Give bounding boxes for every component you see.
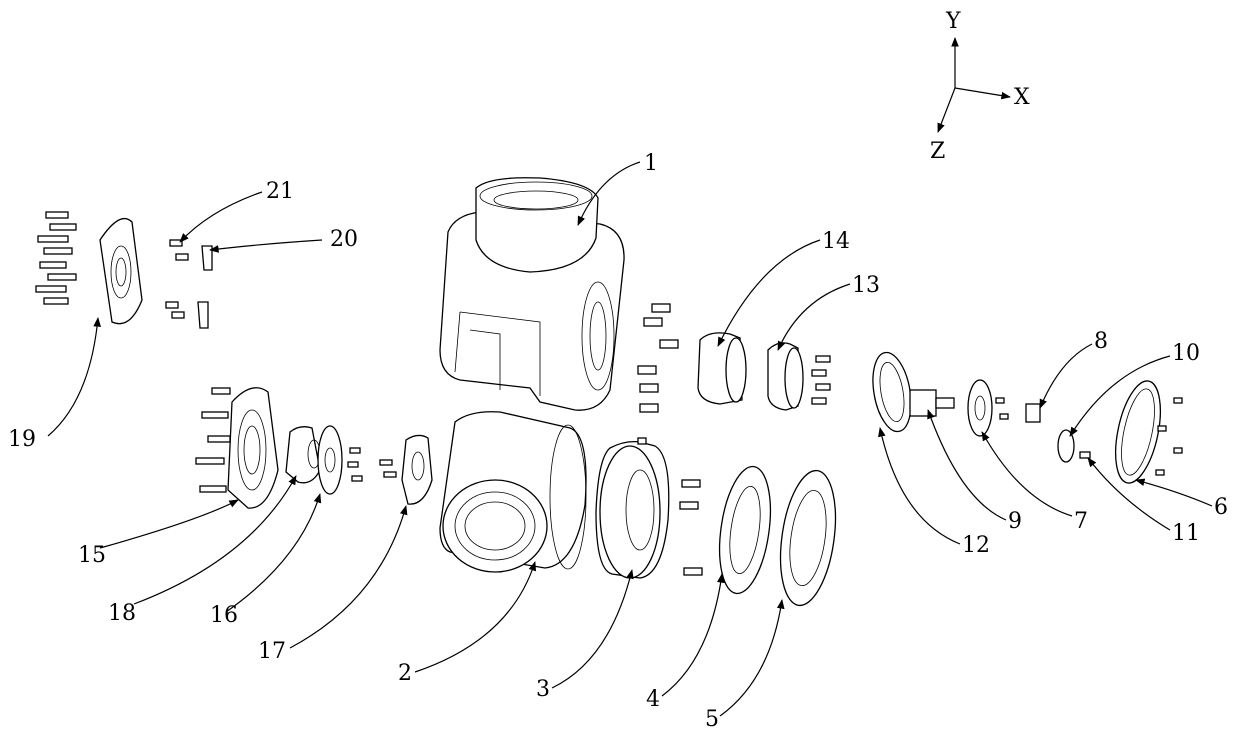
part-7-disc: [968, 380, 1008, 436]
label-14: 14: [822, 229, 850, 254]
leader-16: [226, 494, 320, 612]
leader-14: [718, 240, 820, 346]
leader-2: [415, 562, 535, 672]
label-11: 11: [1172, 521, 1200, 546]
label-12: 12: [962, 533, 990, 558]
label-3: 3: [536, 677, 550, 702]
label-6: 6: [1214, 495, 1228, 520]
x-axis-arrow: [955, 88, 1010, 97]
leader-15: [100, 500, 238, 548]
label-20: 20: [330, 227, 358, 252]
part-3-motor-cylinder: [596, 438, 669, 578]
leader-13: [778, 284, 850, 350]
label-21: 21: [266, 179, 294, 204]
part-2-body-cylinder: [440, 412, 586, 572]
leader-8: [1040, 344, 1092, 408]
part-9-shaft: [910, 390, 954, 416]
part-18-bushing: [286, 427, 320, 483]
leader-4: [662, 574, 722, 696]
label-18: 18: [108, 601, 136, 626]
leader-20: [210, 240, 322, 250]
leader-21: [180, 192, 262, 242]
leader-17: [290, 506, 406, 648]
leader-19: [48, 318, 98, 436]
part-1-main-housing: [440, 178, 624, 410]
label-17: 17: [258, 639, 286, 664]
part-10-11-small-gear: [1058, 430, 1090, 462]
part-13-gear: [768, 343, 830, 410]
label-7: 7: [1074, 509, 1088, 534]
part-12-ring: [867, 349, 916, 434]
part-4-flange-ring: [680, 463, 778, 596]
label-15: 15: [78, 543, 106, 568]
part-14-sleeve: [638, 304, 746, 412]
label-2: 2: [398, 661, 412, 686]
y-axis-label: Y: [945, 9, 961, 34]
part-17-plate: [380, 435, 432, 504]
label-13: 13: [852, 273, 880, 298]
part-20-21-brackets: [166, 240, 212, 328]
x-axis-label: X: [1014, 85, 1030, 110]
part-5-flange-ring: [773, 467, 843, 609]
z-axis-label: Z: [930, 139, 945, 164]
leader-6: [1136, 480, 1212, 506]
part-15-flange: [196, 388, 278, 508]
part-16-washer: [318, 426, 362, 494]
label-9: 9: [1008, 509, 1022, 534]
label-1: 1: [644, 151, 658, 176]
coordinate-axes: Y X Z: [930, 9, 1030, 164]
part-19-flange-plate: [36, 212, 142, 324]
label-4: 4: [646, 687, 660, 712]
part-6-ring-gear: [1108, 377, 1182, 487]
z-axis-arrow: [938, 88, 955, 132]
leader-3: [552, 570, 632, 688]
label-8: 8: [1094, 329, 1108, 354]
label-16: 16: [210, 603, 238, 628]
part-8-nut: [1026, 404, 1040, 422]
label-19: 19: [8, 427, 36, 452]
leader-5: [720, 600, 782, 716]
leader-18: [134, 476, 296, 604]
bolt-cluster: [36, 212, 76, 304]
label-10: 10: [1172, 341, 1200, 366]
leader-12: [880, 428, 960, 544]
leader-9: [928, 410, 1006, 520]
label-5: 5: [705, 707, 719, 732]
